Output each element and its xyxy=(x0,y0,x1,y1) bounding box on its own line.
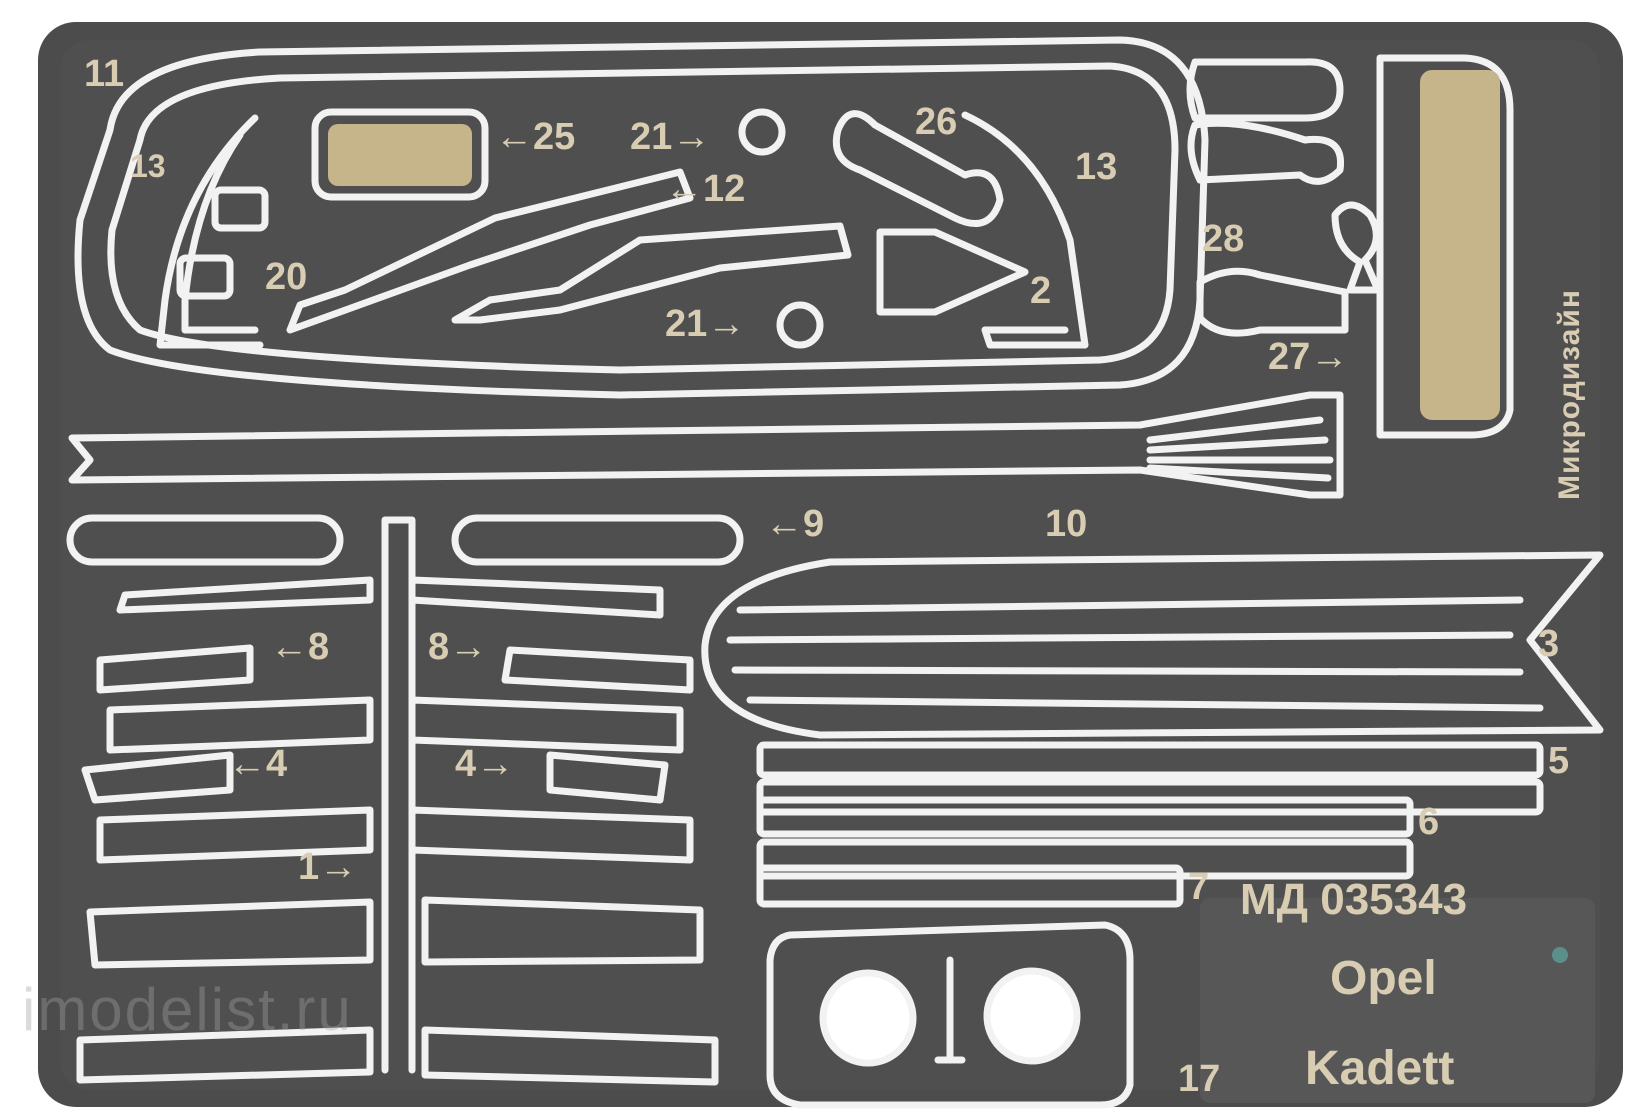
part-17-left-hole xyxy=(819,969,917,1067)
part-11-outer-frame xyxy=(74,36,1209,399)
label-8-left: ←8 xyxy=(270,626,330,668)
label-27: 27→ xyxy=(1268,336,1349,378)
watermark: imodelist.ru xyxy=(22,976,353,1043)
label-8-right: 8→ xyxy=(428,626,488,668)
label-11: 11 xyxy=(84,53,125,95)
label-7: 7 xyxy=(1188,866,1210,908)
label-13-right: 13 xyxy=(1075,146,1118,188)
grille-center-spine xyxy=(381,516,416,1074)
part-5-strip-b xyxy=(756,778,1544,816)
label-4-right: 4→ xyxy=(455,743,515,785)
part-28-knob xyxy=(1331,201,1382,294)
part-12-blade-upper xyxy=(286,168,694,334)
part-10-grooves xyxy=(1146,416,1334,482)
brand-text: Микродизайн xyxy=(1553,289,1586,500)
part-2-emblem xyxy=(876,228,1029,316)
part-3-bars xyxy=(726,596,1544,712)
label-13-left: 13 xyxy=(130,148,166,184)
label-28: 28 xyxy=(1202,218,1245,260)
label-10: 10 xyxy=(1045,503,1088,545)
part-3-grille xyxy=(701,551,1604,739)
part-20-mirror-upper xyxy=(211,186,269,232)
part-9-strip-left xyxy=(66,514,344,566)
part-28-key-2 xyxy=(1187,119,1345,185)
label-17: 17 xyxy=(1178,1058,1221,1100)
part-21-clip-top xyxy=(738,108,786,156)
label-5: 5 xyxy=(1548,740,1570,782)
label-6: 6 xyxy=(1418,801,1440,843)
part-7-strip xyxy=(756,864,1184,908)
part-12-blade-lower xyxy=(451,222,852,324)
part-9-strip-right xyxy=(451,514,744,566)
label-9: ←9 xyxy=(765,503,825,545)
part-5-strip xyxy=(756,741,1544,779)
part-28-key-3 xyxy=(1196,267,1349,337)
part-21-clip-bottom xyxy=(776,301,824,349)
part-20-mirror-lower xyxy=(176,254,234,300)
model-name-line1: Opel xyxy=(1330,952,1437,1005)
label-2: 2 xyxy=(1030,270,1052,312)
part-17-center-mark xyxy=(934,956,966,1064)
part-13-left-inner xyxy=(181,131,259,334)
part-11-inner-frame xyxy=(107,62,1179,374)
plate-defect-spot xyxy=(1552,947,1568,963)
label-3: 3 xyxy=(1538,623,1560,665)
part-28-key-1 xyxy=(1186,58,1344,122)
catalog-number: МД 035343 xyxy=(1240,875,1468,924)
part-17-panel xyxy=(766,921,1134,1109)
part-17-right-hole xyxy=(983,967,1081,1065)
part-10-long-strip xyxy=(68,391,1344,499)
part-grille-bars-left xyxy=(76,576,374,1084)
part-13-right xyxy=(961,111,1089,349)
label-25: ←25 xyxy=(495,116,576,158)
part-grille-bars-right xyxy=(408,576,719,1086)
label-21-bottom: 21→ xyxy=(665,303,746,345)
model-name-line2: Kadett xyxy=(1305,1042,1455,1095)
part-25-plate xyxy=(311,108,489,201)
part-25-plate-fill xyxy=(328,124,472,186)
part-6-strip-b xyxy=(756,838,1414,880)
label-1: 1→ xyxy=(298,846,358,888)
label-panel xyxy=(1200,898,1595,1103)
part-27-visor-fill xyxy=(1420,70,1500,420)
label-21-top: 21→ xyxy=(630,116,711,158)
label-12: ←12 xyxy=(665,168,746,210)
label-4-left: ←4 xyxy=(228,743,288,785)
part-26-arm xyxy=(832,110,1004,228)
label-20: 20 xyxy=(265,256,308,298)
part-6-strip xyxy=(756,796,1414,838)
label-26: 26 xyxy=(915,101,958,143)
part-27-visor xyxy=(1376,54,1514,439)
